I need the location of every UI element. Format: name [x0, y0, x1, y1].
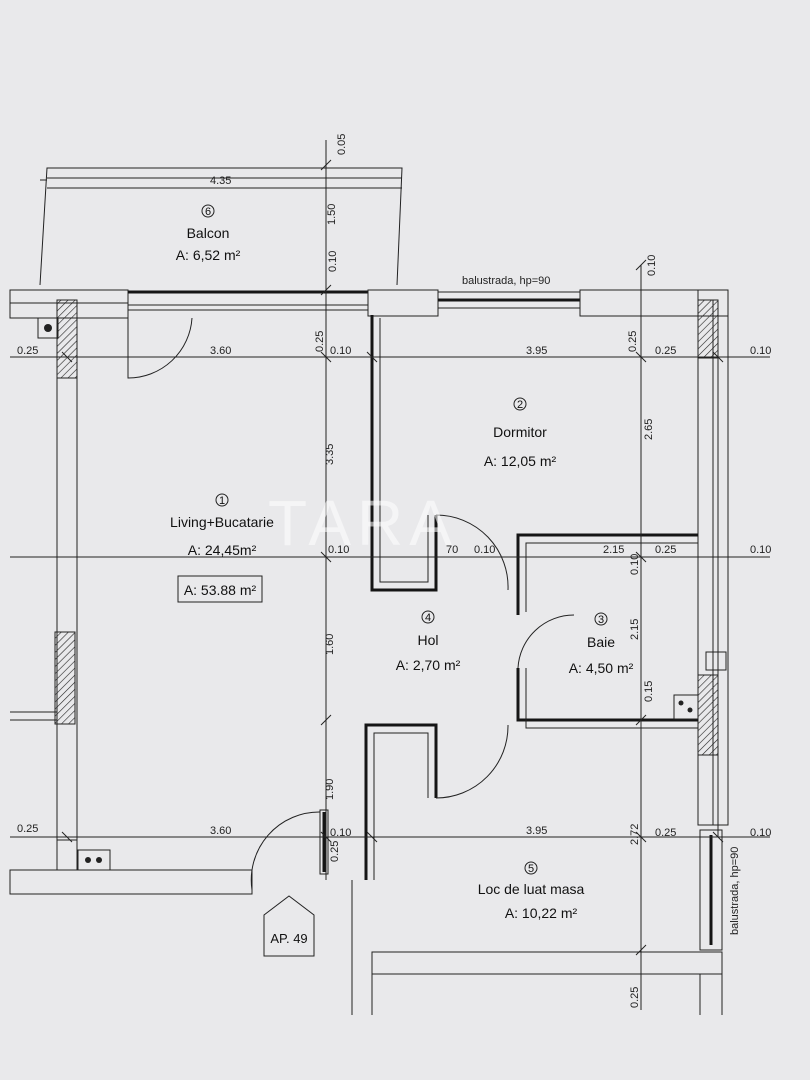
- dim-balcony-width: 4.35: [210, 175, 231, 187]
- room-name: Baie: [587, 634, 615, 650]
- dim-005: 0.05: [336, 134, 348, 155]
- dim-010-a: 0.10: [327, 251, 339, 272]
- dim-living-width-top: 3.60: [210, 345, 231, 357]
- room-hol: 4 Hol A: 2,70 m²: [396, 610, 461, 673]
- dim-025-bottom: 0.25: [629, 987, 641, 1008]
- dimension-lines: [10, 140, 770, 1010]
- dim-025-r2: 0.25: [655, 345, 676, 357]
- room-name: Balcon: [187, 225, 230, 241]
- dim-025-mid-top: 0.25: [314, 331, 326, 352]
- dim-010-mid-top: 0.10: [330, 345, 351, 357]
- room-number: 2: [517, 399, 523, 411]
- dim-010-edge-top: 0.10: [750, 345, 771, 357]
- dim-left-025-top: 0.25: [17, 345, 38, 357]
- room-number: 3: [598, 614, 604, 626]
- apartment-number: AP. 49: [270, 931, 307, 946]
- room-area: A: 2,70 m²: [396, 657, 461, 673]
- exterior-walls: [9, 289, 729, 1015]
- room-baie: 3 Baie A: 4,50 m²: [569, 612, 634, 676]
- dim-bedroom-width: 3.95: [526, 345, 547, 357]
- dim-living-height: 3.35: [324, 444, 336, 465]
- dim-living-width-bottom: 3.60: [210, 825, 231, 837]
- room-name: Loc de luat masa: [478, 881, 585, 897]
- structural-columns: [54, 299, 719, 756]
- dim-025-vert-bottom: 0.25: [329, 841, 341, 862]
- dim-hall-height: 1.60: [324, 634, 336, 655]
- dim-010-top-right: 0.10: [646, 255, 658, 276]
- dim-025-r1: 0.25: [627, 331, 639, 352]
- watermark: TARA: [268, 487, 458, 559]
- dim-bedroom-height: 2.65: [643, 419, 655, 440]
- doors: [127, 317, 575, 891]
- room-name: Dormitor: [493, 424, 547, 440]
- dim-left-025-bottom: 0.25: [17, 823, 38, 835]
- room-name: Living+Bucatarie: [170, 514, 274, 530]
- total-area: A: 53.88 m²: [184, 582, 257, 598]
- dim-balcony-depth: 1.50: [326, 204, 338, 225]
- dimension-labels: 4.35 0.05 1.50 0.10 0.10 0.25 3.60 0.25 …: [17, 134, 771, 1008]
- dim-010-mid-bottom: 0.10: [330, 827, 351, 839]
- dim-bedroom-bottom: 3.95: [526, 825, 547, 837]
- dim-70: 70: [446, 544, 458, 556]
- room-number: 1: [219, 495, 225, 507]
- dim-010-vert: 0.10: [629, 554, 641, 575]
- room-number: 4: [425, 612, 431, 624]
- room-area: A: 24,45m²: [188, 542, 257, 558]
- fixtures: [37, 317, 727, 871]
- room-number: 6: [205, 206, 211, 218]
- dim-010-row: 0.10: [328, 544, 349, 556]
- balcony: [39, 167, 403, 286]
- room-number: 5: [528, 863, 534, 875]
- dim-010-edge-mid: 0.10: [750, 544, 771, 556]
- room-area: A: 10,22 m²: [505, 905, 578, 921]
- room-loc-de-luat-masa: 5 Loc de luat masa A: 10,22 m²: [478, 861, 585, 921]
- balustrade-note-right: balustrada, hp=90: [729, 847, 741, 935]
- dim-025-bottom-r: 0.25: [655, 827, 676, 839]
- room-area: A: 12,05 m²: [484, 453, 557, 469]
- balustrade-note-top: balustrada, hp=90: [462, 275, 550, 287]
- room-area: A: 4,50 m²: [569, 660, 634, 676]
- interior-walls: [319, 315, 698, 880]
- room-name: Hol: [417, 632, 438, 648]
- dim-010-edge-bottom: 0.10: [750, 827, 771, 839]
- dim-dining-height: 2.72: [629, 824, 641, 845]
- dim-010-row2: 0.10: [474, 544, 495, 556]
- room-balcony: 6 Balcon A: 6,52 m²: [176, 204, 241, 263]
- dim-bath-width: 2.15: [603, 544, 624, 556]
- room-dormitor: 2 Dormitor A: 12,05 m²: [484, 397, 557, 469]
- apartment-tag: AP. 49: [263, 895, 315, 957]
- room-living: 1 Living+Bucatarie A: 24,45m² A: 53.88 m…: [170, 493, 274, 603]
- dim-025-row: 0.25: [655, 544, 676, 556]
- dim-015: 0.15: [643, 681, 655, 702]
- room-area: A: 6,52 m²: [176, 247, 241, 263]
- dim-190: 1.90: [324, 779, 336, 800]
- dim-bath-height: 2.15: [629, 619, 641, 640]
